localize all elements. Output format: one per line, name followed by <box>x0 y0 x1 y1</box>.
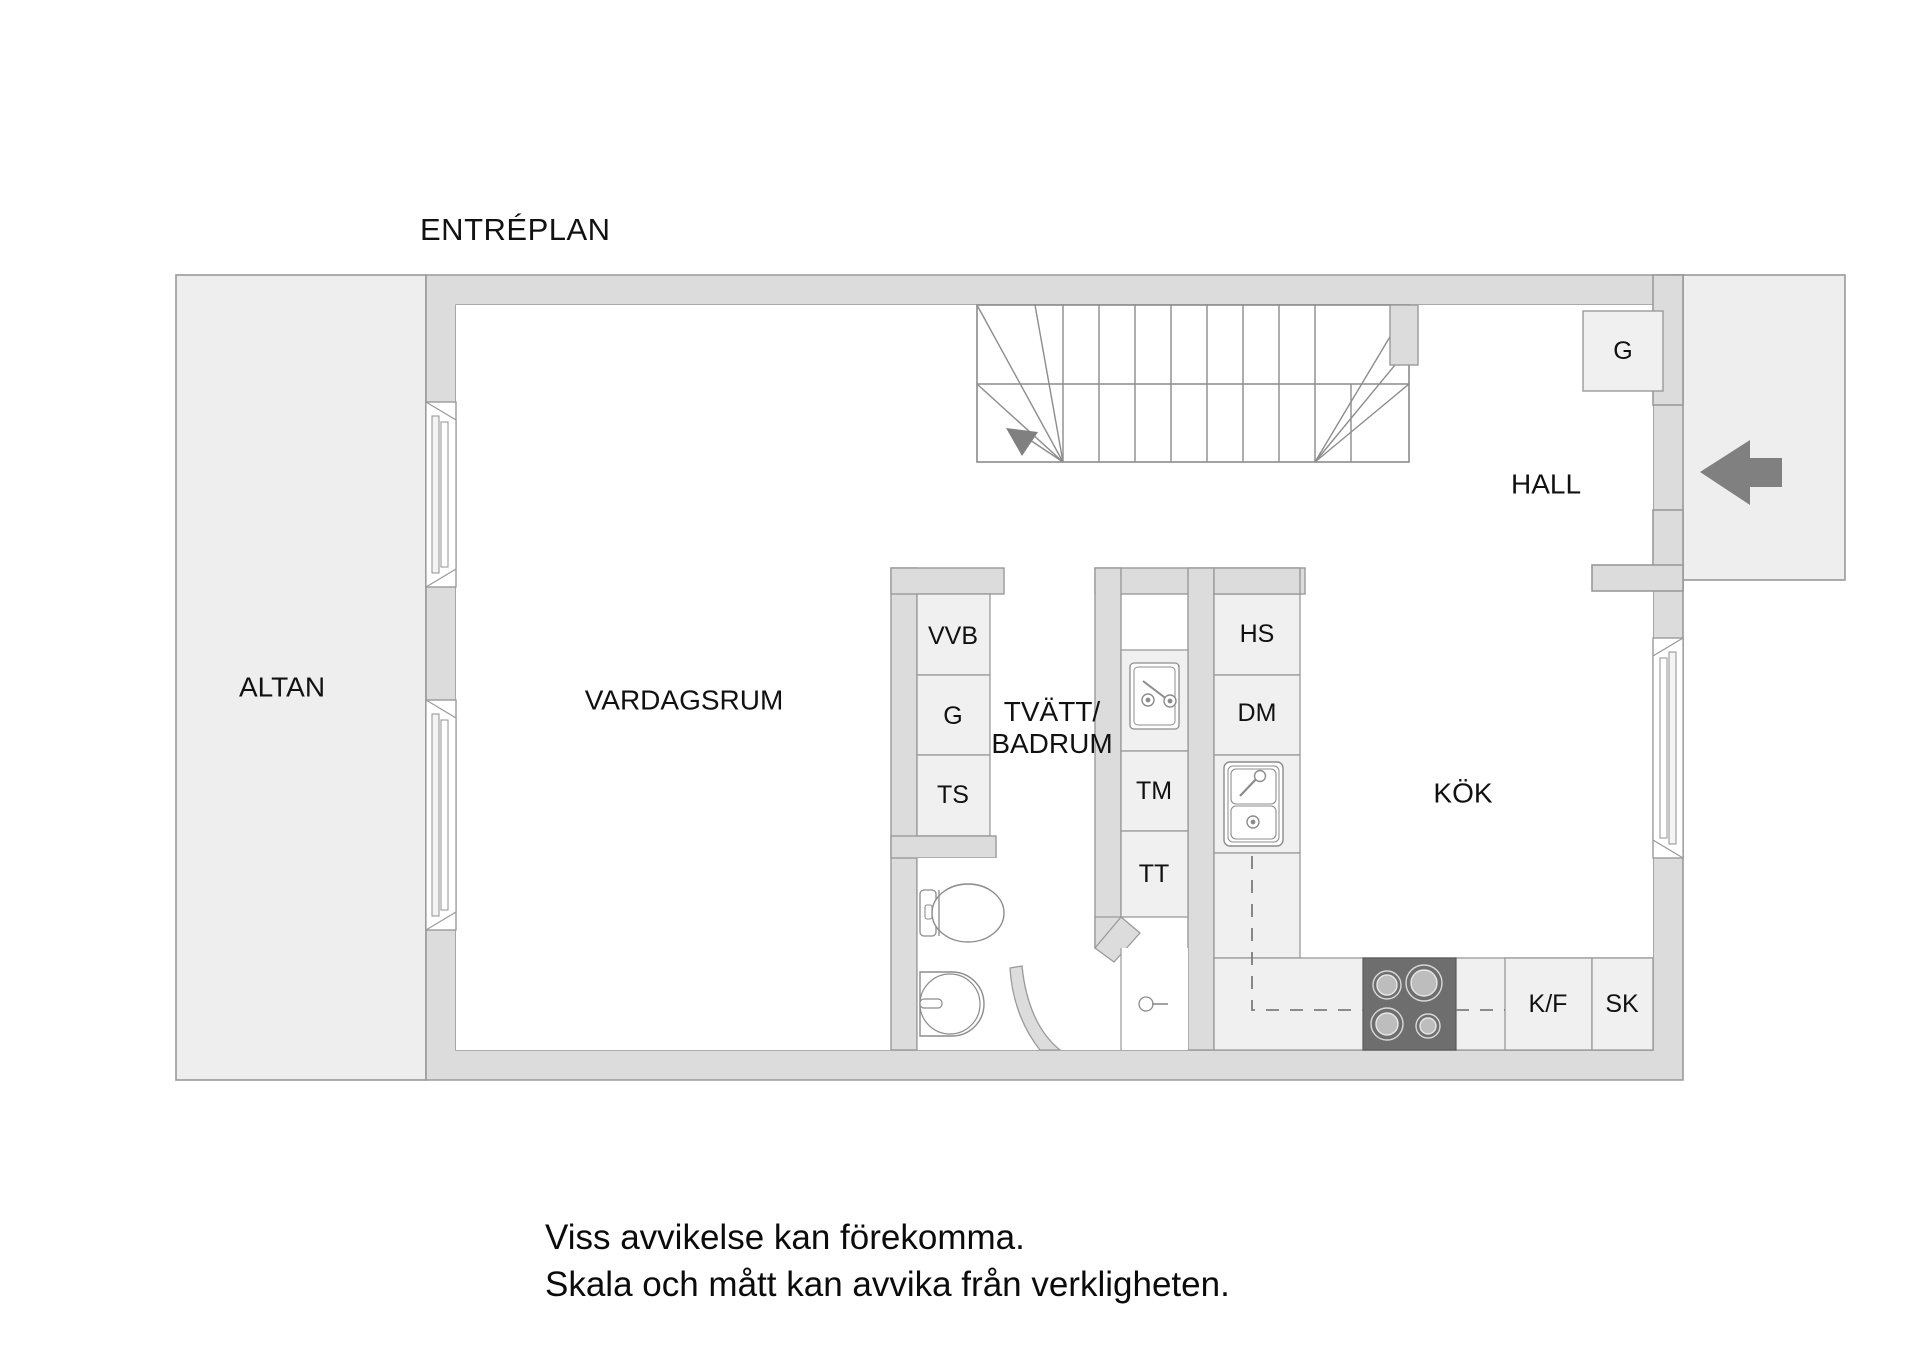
room-label-kok: KÖK <box>1433 777 1493 809</box>
door-bathroom-outer <box>1009 965 1062 1051</box>
kitchen-sink <box>1223 761 1284 847</box>
cabinet-label-g: G <box>943 702 963 730</box>
entry-platform <box>1671 274 1846 581</box>
cabinet-vvb-box <box>916 593 991 676</box>
cabinet-label-tm: TM <box>1135 777 1173 805</box>
cabinet-label-tt: TT <box>1138 860 1170 888</box>
stove-cooktop <box>1362 957 1457 1051</box>
altan-deck <box>175 274 427 1081</box>
wall-bath-west <box>890 567 918 1051</box>
cabinet-tt-box <box>1120 830 1189 918</box>
room-label-hall: HALL <box>1510 468 1582 500</box>
cabinet-label-hall-g: G <box>1613 337 1633 365</box>
tvatt-line2: BADRUM <box>991 728 1113 759</box>
door-laundry-top <box>1094 916 1141 963</box>
laundry-sink <box>1120 649 1189 752</box>
caption-line-2: Skala och mått kan avvika från verklighe… <box>545 1264 1230 1304</box>
cabinet-kf-box <box>1504 957 1593 1051</box>
entry-door-arrow <box>1700 440 1782 505</box>
cabinet-dm-box <box>1213 674 1301 756</box>
wall-stub-hall-south <box>1591 564 1684 592</box>
room-label-vardagsrum: VARDAGSRUM <box>584 684 784 716</box>
wall-bath-north-cap <box>890 567 1005 595</box>
room-label-altan: ALTAN <box>238 671 326 703</box>
cabinet-label-hs: HS <box>1239 620 1275 648</box>
cabinet-label-dm: DM <box>1237 699 1277 727</box>
window-altan-upper <box>425 400 457 589</box>
cabinet-label-kf: K/F <box>1528 990 1568 1018</box>
caption-line-1: Viss avvikelse kan förekomma. <box>545 1218 1025 1257</box>
cabinet-label-sk: SK <box>1605 990 1639 1018</box>
stair-direction-arrow <box>1006 428 1038 456</box>
cabinet-sk-box <box>1591 957 1654 1051</box>
page-title: ENTRÉPLAN <box>420 212 611 247</box>
laundry-floor <box>1121 948 1188 1050</box>
cabinet-hall-g-box <box>1582 310 1664 392</box>
window-kitchen-east <box>1652 636 1684 860</box>
disclaimer-caption: Viss avvikelse kan förekomma. Skala och … <box>545 1215 1545 1308</box>
room-label-tvatt-badrum: TVÄTT/ BADRUM <box>991 696 1112 760</box>
tvatt-line1: TVÄTT/ <box>1003 696 1101 728</box>
kitchen-cabinet-run-west <box>1213 852 1301 959</box>
cabinet-label-ts: TS <box>937 781 969 809</box>
cabinet-hs-box <box>1213 593 1301 676</box>
stair-wall-stub <box>1389 304 1419 366</box>
cabinet-g-box <box>916 674 991 756</box>
wall-bath-shelf-stub <box>890 835 997 859</box>
toilet <box>919 883 1005 943</box>
wall-kitchen-north-cap <box>1213 567 1301 595</box>
cabinet-label-vvb: VVB <box>927 622 979 650</box>
counter-dashed-line <box>1251 856 1505 1011</box>
window-altan-lower <box>425 698 457 932</box>
laundry-tap-icon <box>1138 996 1168 1012</box>
cabinet-ts-box <box>916 754 991 837</box>
washbasin <box>919 971 985 1037</box>
wall-laundry-east <box>1187 567 1215 1051</box>
stair-run <box>976 304 1410 463</box>
